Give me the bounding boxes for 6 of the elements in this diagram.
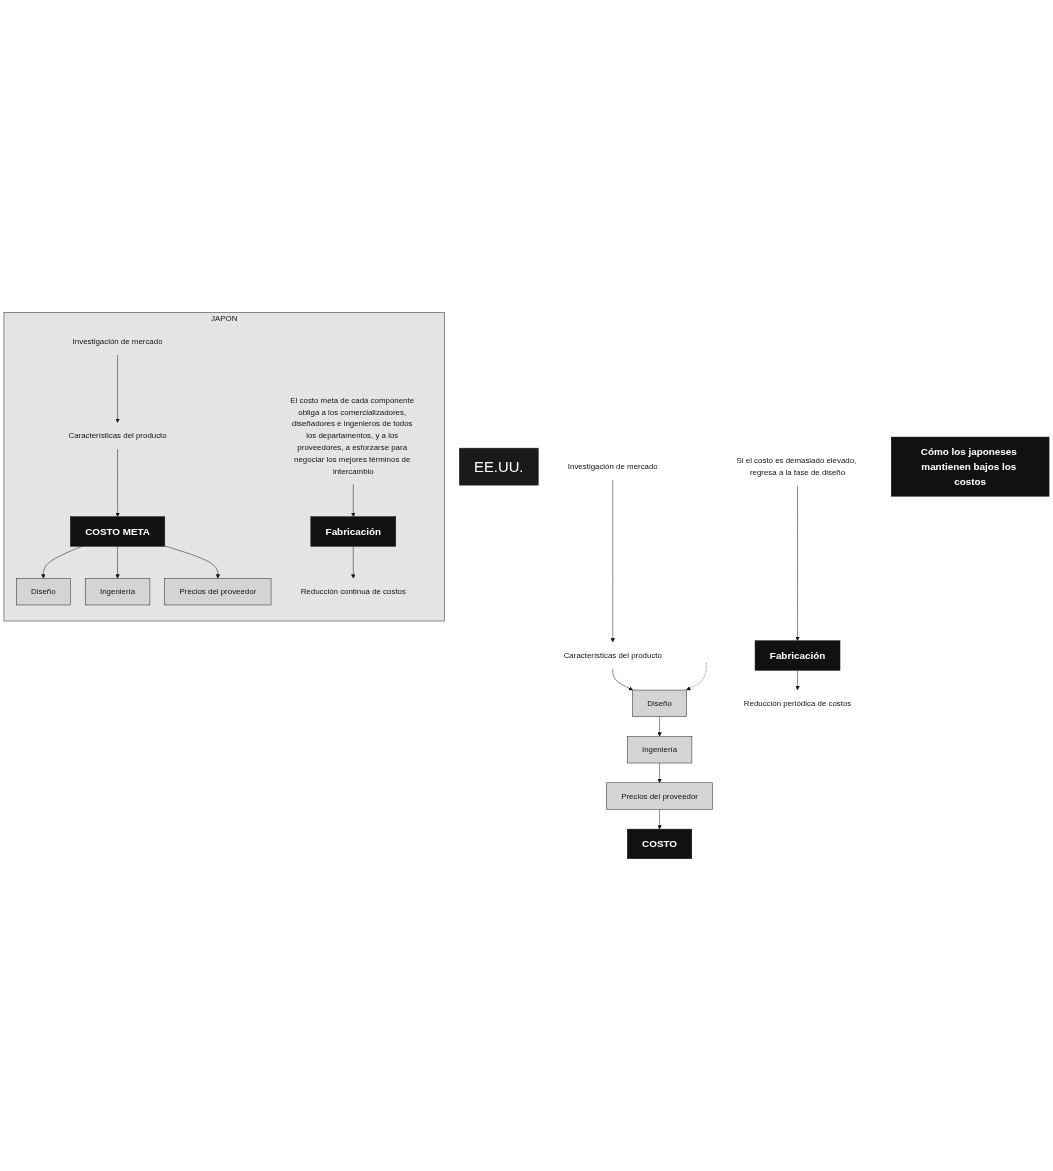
node-box: EE.UU. (459, 447, 539, 486)
node-box: Fabricación (754, 640, 841, 671)
node-box: COSTO META (70, 516, 166, 547)
node-box: Cómo los japoneses mantienen bajos los costos (891, 436, 1050, 497)
node-box: Fabricación (310, 516, 396, 547)
node-box: COSTO (627, 828, 693, 859)
